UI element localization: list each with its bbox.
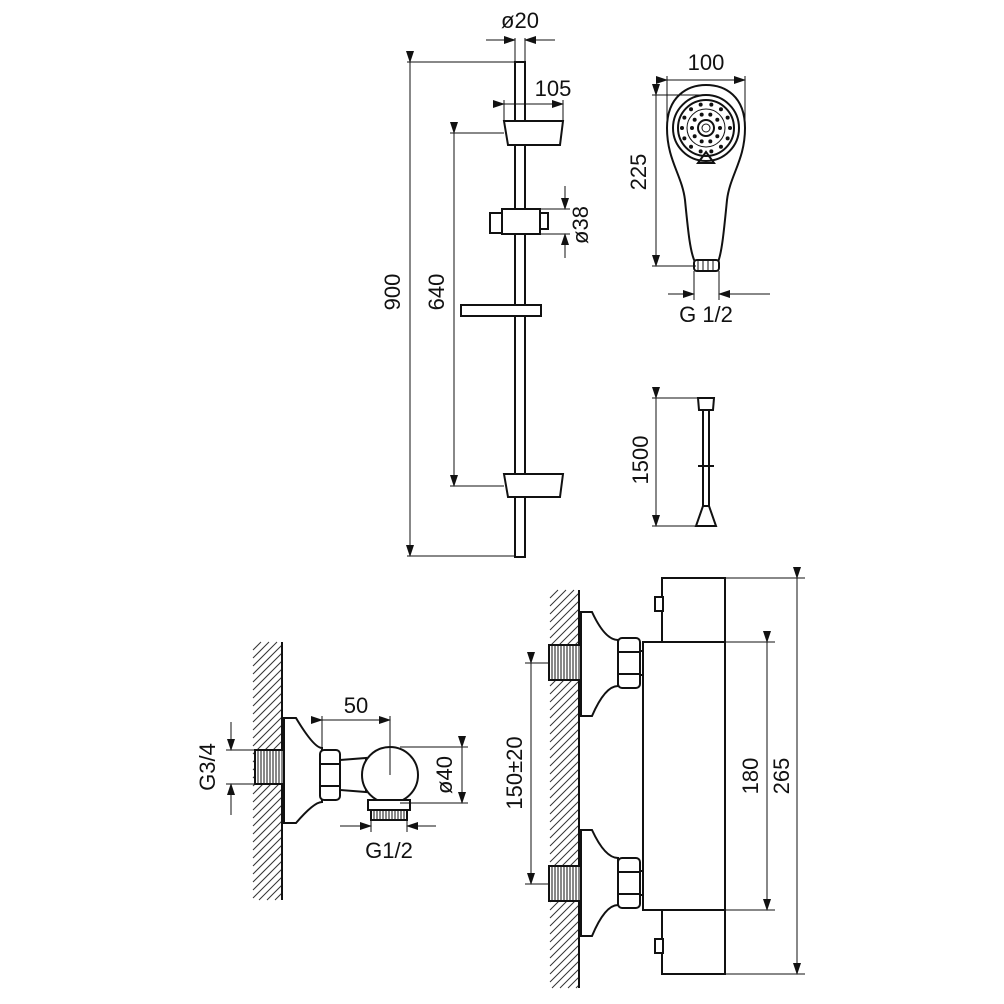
- hose-length-label: 1500: [628, 436, 653, 485]
- mixer-body: [642, 641, 726, 911]
- spray-nozzles: [680, 102, 732, 154]
- slide-rail-view: ø20 105 900 640 ø38: [380, 8, 593, 558]
- hose-bottom-cone: [694, 505, 718, 527]
- hose-length-dimension: 1500: [628, 387, 698, 527]
- elbow-rosette: [283, 717, 323, 824]
- elbow-diameter-dimension: ø40: [400, 736, 468, 804]
- hand-shower-view: 100 225 G 1/2: [626, 50, 770, 327]
- sliding-holder: [489, 208, 549, 235]
- mixer-body-height-label: 180: [738, 758, 763, 795]
- mixer-top-cap: [654, 577, 726, 643]
- thermostatic-mixer-view: 150±20 180 265: [502, 567, 805, 989]
- head-width-label: 100: [688, 50, 725, 75]
- hose-view: 1500: [628, 387, 718, 527]
- holder-width-dimension: 105: [493, 76, 572, 121]
- head-thread-label: G 1/2: [679, 302, 733, 327]
- elbow-outlet-thread-dimension: G1/2: [340, 820, 436, 863]
- hose-top-nut: [696, 397, 716, 411]
- elbow-nut: [319, 749, 341, 801]
- bottom-wall-bracket: [502, 473, 565, 498]
- bracket-spacing-dimension: 640: [424, 122, 504, 487]
- mixer-spacing-label: 150±20: [502, 736, 527, 809]
- rail-diameter-dimension: ø20: [486, 8, 555, 62]
- elbow-offset-dimension: 50: [311, 693, 391, 775]
- hose-tube: [702, 409, 710, 509]
- holder-diameter-label: ø38: [568, 206, 593, 244]
- mixer-bottom-cap: [654, 909, 726, 975]
- head-length-dimension: 225: [626, 84, 706, 267]
- wall-elbow-view: G3/4 50 ø40 G1/2: [195, 641, 468, 901]
- mixer-body-height-dimension: 180: [725, 631, 775, 911]
- head-thread-dimension: G 1/2: [668, 271, 770, 327]
- elbow-inlet-thread-dimension: G3/4: [195, 722, 255, 815]
- elbow-inlet-thread: [254, 749, 285, 785]
- elbow-diameter-label: ø40: [432, 756, 457, 794]
- holder-width-label: 105: [535, 76, 572, 101]
- rail-length-dimension: 900: [380, 51, 515, 557]
- bracket-spacing-label: 640: [424, 274, 449, 311]
- mixer-bottom-connector: [548, 829, 643, 937]
- top-wall-bracket: [502, 120, 565, 146]
- head-length-label: 225: [626, 154, 651, 191]
- mixer-top-connector: [548, 611, 643, 717]
- mixer-total-height-dimension: 265: [725, 567, 805, 975]
- rail-length-label: 900: [380, 274, 405, 311]
- elbow-outlet-thread: [367, 799, 411, 821]
- mixer-total-height-label: 265: [769, 758, 794, 795]
- elbow-offset-label: 50: [344, 693, 368, 718]
- rail-diameter-label: ø20: [501, 8, 539, 33]
- head-width-dimension: 100: [656, 50, 746, 124]
- mixer-spacing-dimension: 150±20: [502, 652, 549, 885]
- elbow-outlet-thread-label: G1/2: [365, 838, 413, 863]
- hand-shower-body: [665, 83, 747, 263]
- elbow-inlet-thread-label: G3/4: [195, 743, 220, 791]
- middle-support: [460, 304, 542, 317]
- holder-diameter-dimension: ø38: [540, 186, 593, 258]
